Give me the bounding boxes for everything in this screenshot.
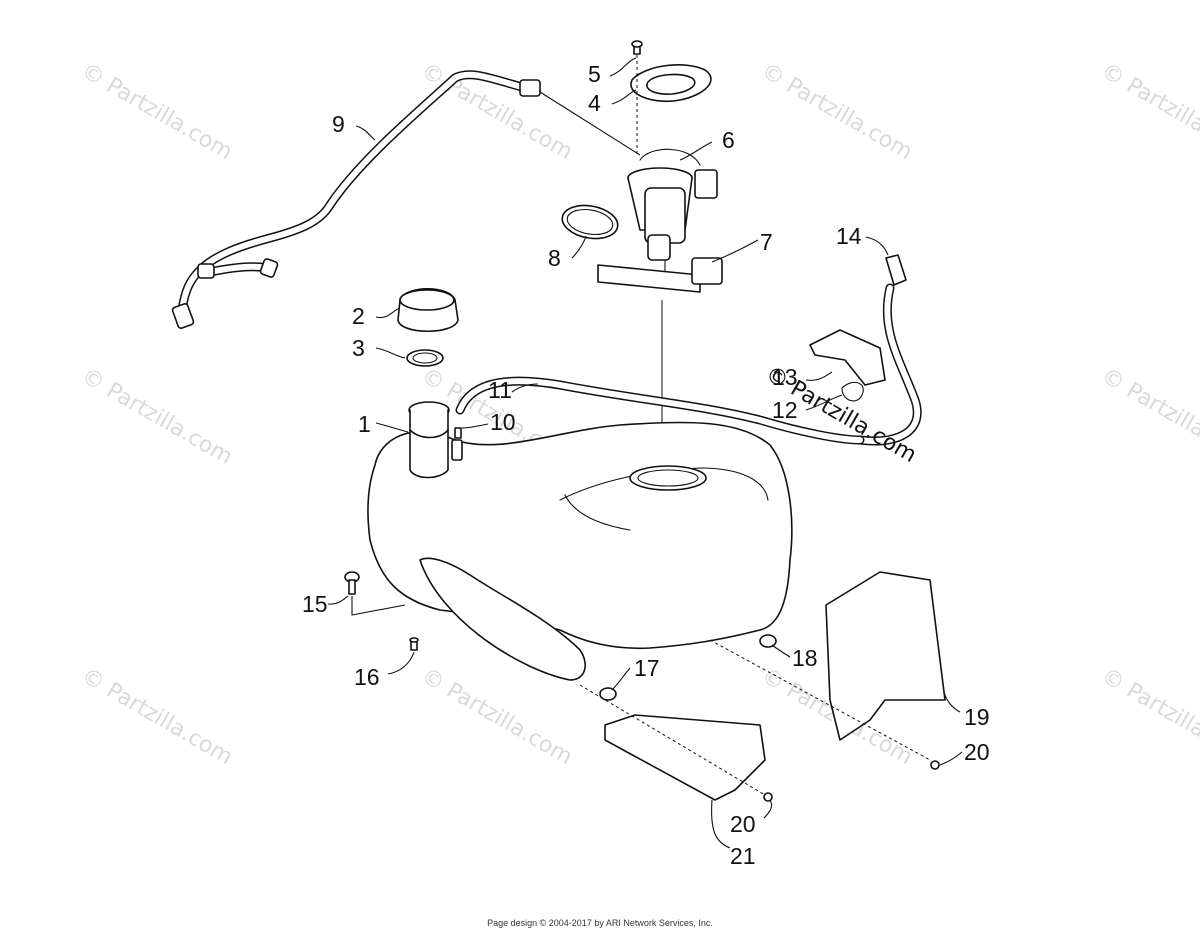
callout-15: 15 [302, 591, 328, 617]
callout-21: 21 [730, 843, 756, 869]
watermark: © Partzilla.com [417, 59, 577, 166]
watermark: © Partzilla.com [757, 59, 917, 166]
callout-4: 4 [588, 90, 601, 116]
vent-hose-part-9 [171, 70, 641, 330]
callout-1: 1 [358, 411, 371, 437]
page-footer: Page design © 2004-2017 by ARI Network S… [487, 918, 713, 928]
level-sender-part-7 [597, 257, 723, 293]
screws-parts-15-16 [344, 571, 419, 651]
callout-5: 5 [588, 61, 601, 87]
callout-20-right: 20 [964, 739, 990, 765]
callout-2: 2 [352, 303, 365, 329]
watermark: © Partzilla.com [1097, 59, 1200, 166]
fuel-tank-part-1 [367, 401, 793, 681]
callout-7: 7 [760, 229, 773, 255]
heat-shield-part-19 [709, 571, 946, 770]
watermark: © Partzilla.com [77, 59, 237, 166]
watermark: © Partzilla.com [77, 364, 237, 471]
callout-6: 6 [722, 127, 735, 153]
leader-lines [327, 57, 963, 849]
watermark: © Partzilla.com [417, 664, 577, 771]
callout-14: 14 [836, 223, 862, 249]
callout-19: 19 [964, 704, 990, 730]
o-ring-part-8 [561, 204, 619, 240]
callout-labels: 1 2 3 4 5 6 7 8 9 10 11 12 13 14 15 16 1… [302, 61, 990, 869]
callout-20-lower: 20 [730, 811, 756, 837]
watermark: © Partzilla.com [1097, 664, 1200, 771]
watermark: © Partzilla.com [1097, 364, 1200, 471]
grommets-parts-17-18 [599, 634, 777, 701]
callout-9: 9 [332, 111, 345, 137]
callout-10: 10 [490, 409, 516, 435]
callout-18: 18 [792, 645, 818, 671]
callout-16: 16 [354, 664, 380, 690]
filler-cap-parts-2-3 [397, 288, 459, 367]
callout-11: 11 [488, 377, 512, 403]
watermark: © Partzilla.com [77, 664, 237, 771]
callout-17: 17 [634, 655, 660, 681]
callout-12: 12 [772, 397, 798, 423]
callout-13: 13 [772, 364, 798, 390]
callout-8: 8 [548, 245, 561, 271]
heat-shield-part-21 [579, 684, 773, 802]
fuel-pump-part-6 [627, 148, 718, 273]
callout-3: 3 [352, 335, 365, 361]
sensor-cable-parts-12-14 [809, 254, 922, 446]
screw-and-gasket-parts-4-5 [630, 40, 712, 155]
fuel-hose-part-11 [455, 376, 865, 445]
